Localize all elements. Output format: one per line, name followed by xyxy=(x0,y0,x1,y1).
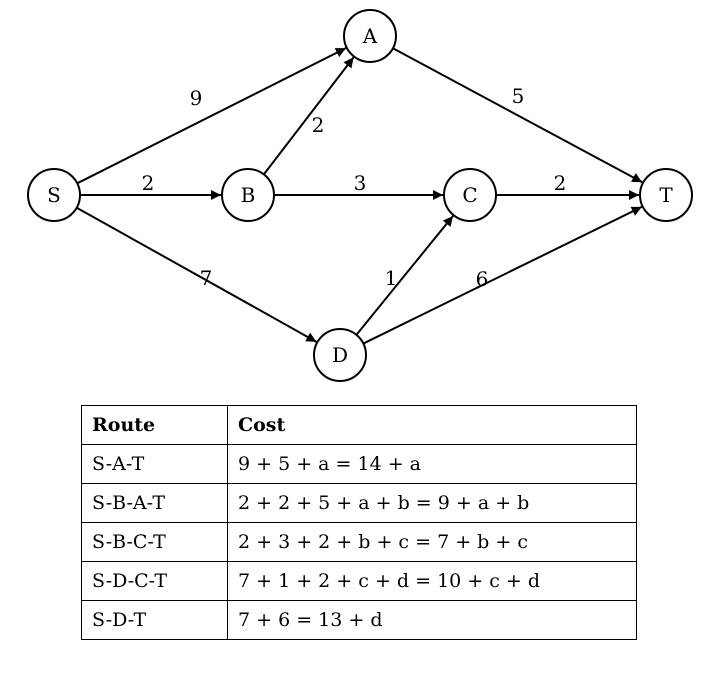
route-cell: S-D-T xyxy=(81,600,228,640)
cost-cell: 2 + 2 + 5 + a + b = 9 + a + b xyxy=(227,483,637,523)
edge-weight-d-t: 6 xyxy=(476,267,489,291)
cost-cell: 7 + 1 + 2 + c + d = 10 + c + d xyxy=(227,561,637,601)
table-row: S-D-T 7 + 6 = 13 + d xyxy=(81,600,637,640)
node-circle xyxy=(343,9,397,63)
route-cell: S-D-C-T xyxy=(81,561,228,601)
route-column-header: Route xyxy=(81,405,228,445)
route-cell: S-B-C-T xyxy=(81,522,228,562)
node-c: C xyxy=(443,168,497,222)
edge-weight-s-b: 2 xyxy=(142,171,155,195)
edge-weight-s-a: 9 xyxy=(190,86,203,110)
table-row: S-A-T 9 + 5 + a = 14 + a xyxy=(81,444,637,484)
cost-cell: 2 + 3 + 2 + b + c = 7 + b + c xyxy=(227,522,637,562)
node-label: A xyxy=(362,24,378,48)
edge-weight-s-d: 7 xyxy=(200,266,213,290)
table-row: S-B-A-T 2 + 2 + 5 + a + b = 9 + a + b xyxy=(81,483,637,523)
node-d: D xyxy=(313,328,367,382)
route-cell: S-B-A-T xyxy=(81,483,228,523)
edge-weight-b-c: 3 xyxy=(354,171,367,195)
table-row: S-B-C-T 2 + 3 + 2 + b + c = 7 + b + c xyxy=(81,522,637,562)
node-circle xyxy=(639,168,693,222)
edge-s-a xyxy=(76,47,347,185)
node-circle xyxy=(443,168,497,222)
node-label: S xyxy=(47,183,61,207)
node-b: B xyxy=(221,168,275,222)
node-circle xyxy=(313,328,367,382)
node-circle xyxy=(27,168,81,222)
node-circle xyxy=(221,168,275,222)
node-label: B xyxy=(241,183,256,207)
route-cell: S-A-T xyxy=(81,444,228,484)
edge-s-d xyxy=(76,206,317,343)
node-label: C xyxy=(462,183,477,207)
cost-cell: 7 + 6 = 13 + d xyxy=(227,600,637,640)
edge-weight-a-t: 5 xyxy=(512,84,525,108)
edge-b-a xyxy=(263,56,355,175)
cost-cell: 9 + 5 + a = 14 + a xyxy=(227,444,637,484)
node-a: A xyxy=(343,9,397,63)
node-s: S xyxy=(27,168,81,222)
route-cost-table: Route Cost S-A-T 9 + 5 + a = 14 + a S-B-… xyxy=(81,405,637,640)
node-label: T xyxy=(659,183,673,207)
cost-column-header: Cost xyxy=(227,405,637,445)
edge-a-t xyxy=(392,47,643,184)
table-row: S-D-C-T 7 + 1 + 2 + c + d = 10 + c + d xyxy=(81,561,637,601)
node-t: T xyxy=(639,168,693,222)
node-label: D xyxy=(332,343,348,367)
edge-weight-d-c: 1 xyxy=(385,266,398,290)
edge-weight-c-t: 2 xyxy=(554,171,567,195)
edge-weight-b-a: 2 xyxy=(312,113,325,137)
network-graph: 9 2 7 2 3 5 2 1 6 S A B C D T xyxy=(27,9,693,382)
edge-d-t xyxy=(362,205,643,345)
table-header-row: Route Cost xyxy=(81,405,637,445)
edge-d-c xyxy=(355,215,454,336)
